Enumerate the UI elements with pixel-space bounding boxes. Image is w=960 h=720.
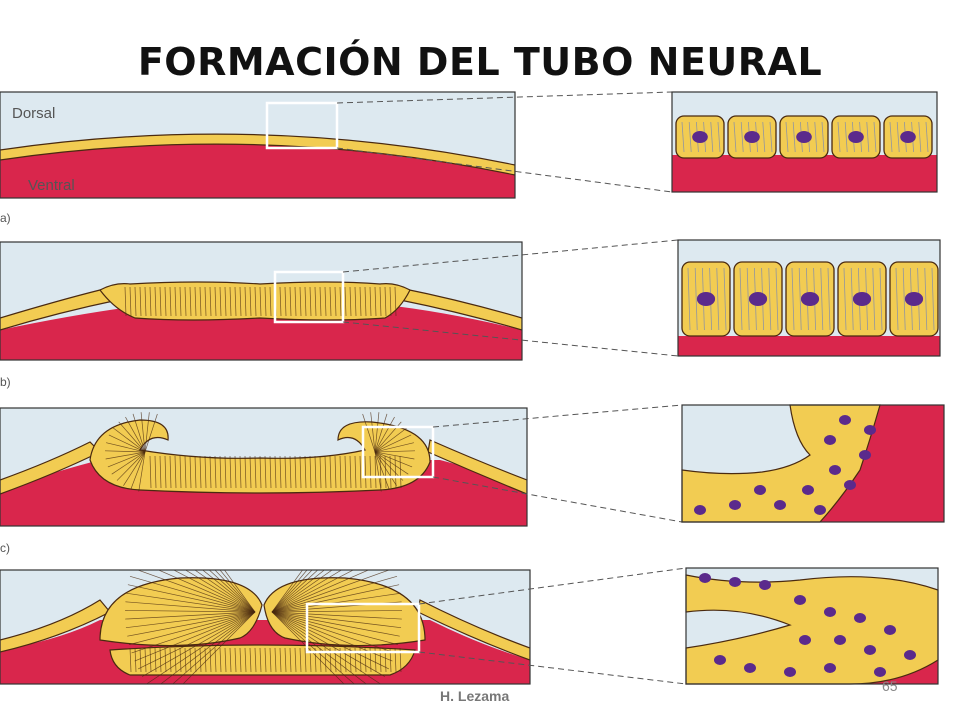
ventral-label: Ventral [28,177,75,194]
panel-d-frame [0,569,531,685]
cell-nucleus [884,625,896,635]
cell-nucleus [900,131,916,143]
panel-b-ectoderm-right [399,287,522,331]
panel-b: b) [0,239,679,389]
cell-nucleus [744,131,760,143]
cell-nucleus [692,131,708,143]
cell-nucleus [874,667,886,677]
cell-nucleus [839,415,851,425]
cell-nucleus [802,485,814,495]
slide-title: FORMACIÓN DEL TUBO NEURAL [137,40,823,84]
panel-d-zoom-line-top [418,567,687,605]
cell-nucleus [904,650,916,660]
cell-nucleus [784,667,796,677]
cell-nucleus [864,425,876,435]
cell-nucleus [904,292,924,306]
author-footer: H. Lezama [440,688,510,704]
cell-nucleus [759,580,771,590]
cell-nucleus [794,595,806,605]
panel-b-neural-plate [99,281,411,321]
panel-a-frame [0,91,516,199]
cell-nucleus [859,450,871,460]
inset-b [677,239,941,357]
panel-b-zoom-line-bottom [342,321,679,357]
cell-nucleus [848,131,864,143]
cell-nucleus [729,577,741,587]
panel-b-label: b) [0,375,11,389]
panel-a-zoom-line-bottom [336,147,673,193]
cell-nucleus [714,655,726,665]
cell-nucleus [844,480,856,490]
cell-nucleus [852,292,872,306]
page-number: 65 [882,678,898,694]
cell-nucleus [800,292,820,306]
panel-c: c) [0,404,683,555]
cell-nucleus [696,292,716,306]
panel-d-zoom-line-bottom [418,651,687,685]
cell-nucleus [824,663,836,673]
panel-c-zoom-box [361,425,435,479]
inset-d [685,567,939,685]
panel-d-zoom-box [305,602,421,654]
panel-a-zoom-line-top [336,91,673,104]
cell-nucleus [824,435,836,445]
cell-nucleus [814,505,826,515]
panel-d-neural-fold-right [263,577,426,647]
panel-c-neural-plate [89,419,431,494]
panel-c-ectoderm-right [427,439,527,495]
panel-a-zoom-box [265,101,339,150]
cell-nucleus [829,465,841,475]
cell-nucleus [796,131,812,143]
inset-c [681,404,945,523]
cell-nucleus [744,663,756,673]
cell-nucleus [774,500,786,510]
cell-nucleus [754,485,766,495]
panel-b-zoom-box [273,270,345,324]
cell-nucleus [854,613,866,623]
cell-nucleus [824,607,836,617]
panel-c-zoom-line-bottom [432,476,683,523]
cell-nucleus [748,292,768,306]
cell-nucleus [694,505,706,515]
panel-d [0,567,687,685]
panel-a-label: a) [0,211,11,225]
panel-c-frame [0,407,528,527]
panel-c-zoom-line-top [432,404,683,428]
panel-a-ectoderm [0,133,515,176]
cell-nucleus [834,635,846,645]
cell-nucleus [799,635,811,645]
panel-a: Dorsal Ventral a) [0,91,673,225]
panel-c-label: c) [0,541,10,555]
cell-nucleus [729,500,741,510]
inset-a [671,91,938,193]
dorsal-label: Dorsal [12,105,55,122]
cell-nucleus [699,573,711,583]
panel-b-frame [0,241,523,361]
cell-nucleus [864,645,876,655]
panel-b-zoom-line-top [342,239,679,273]
